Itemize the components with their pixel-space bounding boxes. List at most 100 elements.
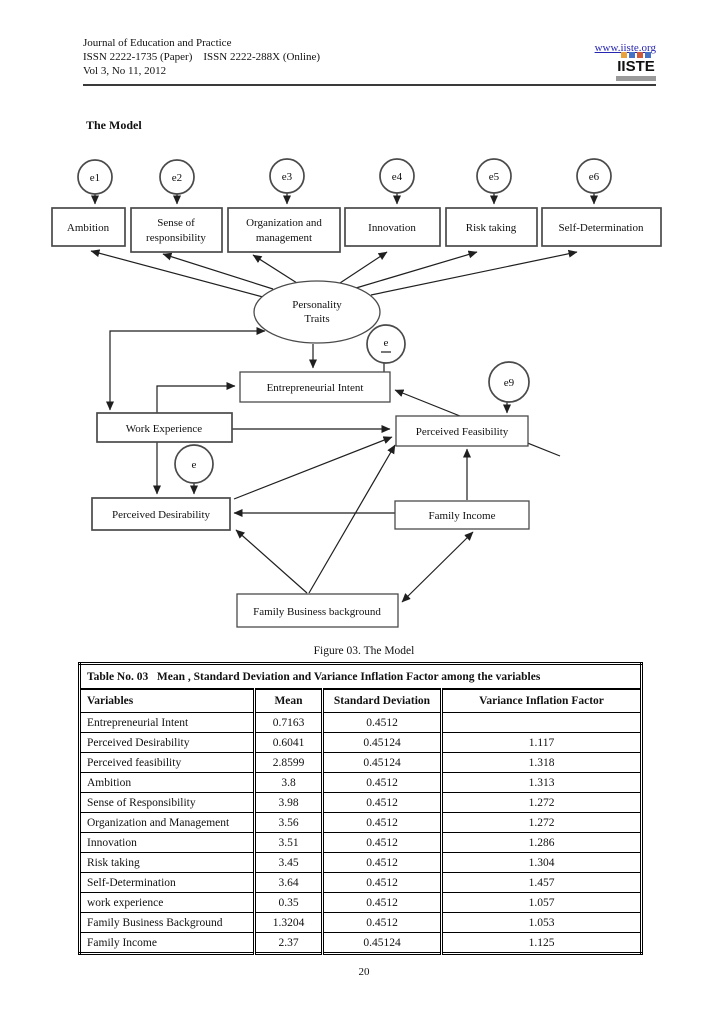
error-term-e1-label: e1 [90, 172, 100, 184]
label-risk-taking: Risk taking [466, 222, 517, 234]
value-cell: 1.3204 [253, 912, 323, 933]
diagram-boxes [51, 207, 662, 628]
variable-name-cell: Entrepreneurial Intent [79, 712, 255, 733]
label-ambition: Ambition [67, 222, 110, 234]
col-header-vif: Variance Inflation Factor [439, 688, 643, 713]
box-ambition [51, 207, 126, 247]
figure-caption: Figure 03. The Model [313, 645, 415, 657]
value-cell: 0.35 [253, 892, 323, 913]
value-cell: 1.272 [439, 812, 643, 833]
model-diagram: e1 e2 e3 e4 e5 e6 e e9 e Personality Tra… [51, 158, 662, 628]
error-term-e-left-label: e [192, 459, 197, 471]
header-right: www.iiste.org [595, 38, 656, 56]
logo-color-block [637, 52, 643, 58]
error-term-e6-circle [576, 158, 612, 194]
value-cell: 0.45124 [321, 932, 442, 954]
label-innovation: Innovation [368, 222, 416, 234]
label-org-line1: Organization and [246, 217, 322, 229]
box-work-experience [96, 412, 233, 443]
personality-traits-label-line2: Traits [304, 313, 329, 325]
logo-text: IISTE [617, 58, 655, 75]
label-self-determination: Self-Determination [559, 222, 644, 234]
value-cell [439, 712, 643, 733]
error-term-e9-circle [488, 361, 530, 403]
value-cell: 1.313 [439, 772, 643, 793]
logo-color-block [621, 52, 627, 58]
col-header-standard-deviation: Standard Deviation [321, 688, 442, 713]
value-cell: 0.4512 [321, 892, 442, 913]
error-term-e4-circle [379, 158, 415, 194]
label-perceived-desirability: Perceived Desirability [112, 509, 211, 521]
variable-name-cell: Perceived feasibility [79, 752, 255, 773]
variable-name-cell: Sense of Responsibility [79, 792, 255, 813]
value-cell: 1.057 [439, 892, 643, 913]
box-organization-management [227, 207, 341, 253]
value-cell: 2.8599 [253, 752, 323, 773]
page-number: 20 [358, 966, 370, 978]
variable-name-cell: work experience [79, 892, 255, 913]
error-terms: e1 e2 e3 e4 e5 e6 e e9 e [77, 158, 612, 484]
iiste-logo: IISTE [616, 52, 656, 81]
value-cell: 3.45 [253, 852, 323, 873]
header-divider [83, 84, 656, 86]
variable-name-cell: Perceived Desirability [79, 732, 255, 753]
value-cell: 0.7163 [253, 712, 323, 733]
label-family-business-background: Family Business background [253, 606, 381, 618]
logo-color-bars [616, 52, 656, 58]
value-cell: 3.8 [253, 772, 323, 793]
value-cell: 0.4512 [321, 792, 442, 813]
variable-name-cell: Self-Determination [79, 872, 255, 893]
personality-traits-label-line1: Personality [292, 299, 342, 311]
box-perceived-feasibility [395, 415, 529, 447]
table-title: Table No. 03 Mean , Standard Deviation a… [78, 663, 643, 690]
value-cell: 0.4512 [321, 832, 442, 853]
label-entrepreneurial-intent: Entrepreneurial Intent [267, 382, 364, 394]
value-cell: 0.4512 [321, 852, 442, 873]
variable-name-cell: Ambition [79, 772, 255, 793]
box-self-determination [541, 207, 662, 247]
value-cell: 3.64 [253, 872, 323, 893]
variable-name-cell: Organization and Management [79, 812, 255, 833]
label-org-line2: management [256, 232, 312, 244]
value-cell: 0.4512 [321, 812, 442, 833]
value-cell: 1.304 [439, 852, 643, 873]
error-term-e3-circle [269, 158, 305, 194]
volume-line: Vol 3, No 11, 2012 [83, 65, 167, 77]
header: Journal of Education and Practice ISSN 2… [83, 36, 320, 78]
error-term-e5-circle [476, 158, 512, 194]
error-term-e4-label: e4 [392, 171, 403, 183]
value-cell: 0.6041 [253, 732, 323, 753]
error-term-e3-label: e3 [282, 171, 293, 183]
col-header-variables: Variables [79, 688, 255, 713]
error-term-e5-label: e5 [489, 171, 500, 183]
value-cell: 1.457 [439, 872, 643, 893]
value-cell: 3.98 [253, 792, 323, 813]
variable-name-cell: Family Business Background [79, 912, 255, 933]
section-heading: The Model [86, 118, 142, 132]
value-cell: 0.45124 [321, 732, 442, 753]
value-cell: 1.053 [439, 912, 643, 933]
box-family-business-background [236, 593, 399, 628]
journal-title: Journal of Education and Practice [83, 37, 232, 49]
error-term-e-left-circle [174, 444, 214, 484]
logo-color-block [645, 52, 651, 58]
logo-bottom-bar [616, 76, 656, 81]
box-sense-of-responsibility [130, 207, 223, 253]
label-work-experience: Work Experience [126, 423, 203, 435]
website-link[interactable]: www.iiste.org [594, 42, 656, 54]
table-header-row: Variables Mean Standard Deviation Varian… [79, 688, 643, 713]
value-cell: 1.117 [439, 732, 643, 753]
value-cell: 0.45124 [321, 752, 442, 773]
issn-line: ISSN 2222-1735 (Paper) ISSN 2222-288X (O… [83, 51, 321, 63]
box-family-income [394, 500, 530, 530]
